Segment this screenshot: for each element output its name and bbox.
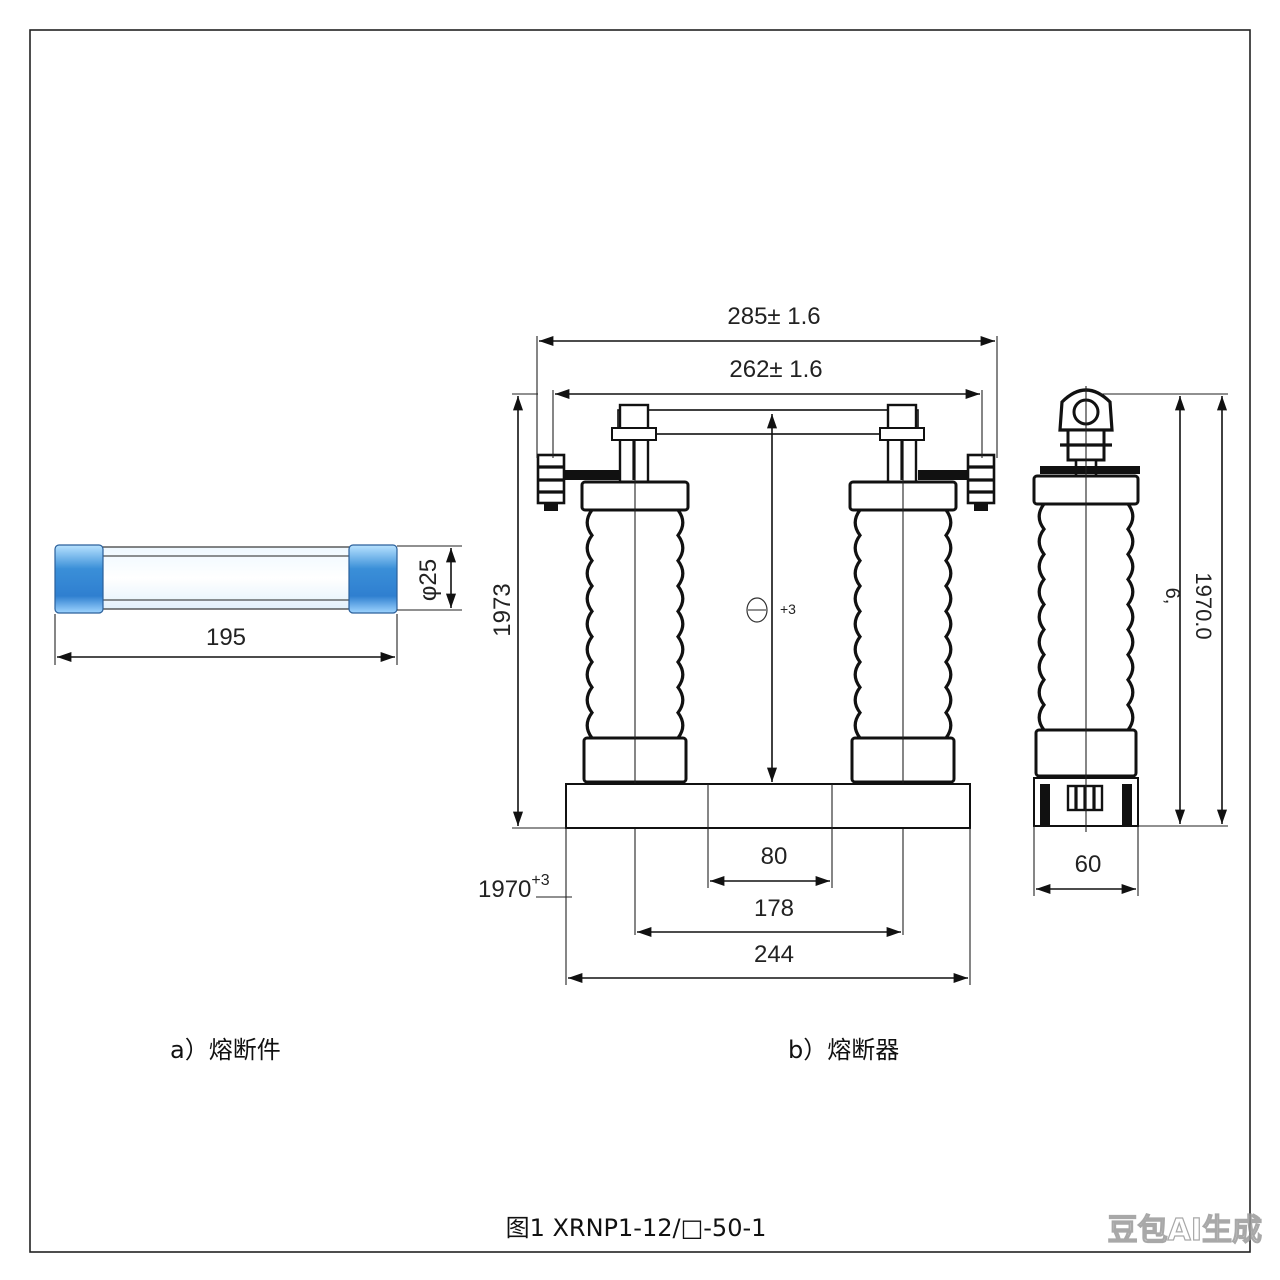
contact-clip-left [611,403,657,487]
base-slot-label: 80 [761,843,788,870]
drawing-frame [29,29,1251,1253]
contact-span-label: 262± 1.6 [729,356,822,383]
watermark: 豆包AI生成 [1108,1213,1262,1248]
panel-b-caption: b）熔断器 [788,1036,899,1064]
fuse-end-cap-right [348,544,398,614]
insulator-left [580,480,690,784]
figure-caption: 图1 XRNP1-12/□-50-1 [506,1214,767,1242]
fuse-diameter-label: φ25 [415,559,442,601]
fuse-assembly-side [1032,386,1140,832]
hole-span-label: 178 [754,895,794,922]
fuse-assembly-front [536,403,996,935]
fuse-tube [99,546,353,610]
side-width-label: 60 [1075,851,1102,878]
overall-height-label: 1973 [489,583,516,636]
center-height-label: +3 [746,597,796,623]
side-outer-height-label: 1970.0 [1191,572,1216,639]
side-dimensions [1033,393,1228,896]
mounting-base [565,783,971,829]
terminal-bolt-left [536,453,566,511]
fuse-length-label: 195 [206,624,246,651]
panel-a-caption: a）熔断件 [170,1036,281,1064]
fuse-end-cap-left [54,544,104,614]
overall-width-label: 285± 1.6 [727,303,820,330]
assembly-dimensions [512,335,998,985]
base-length-label: 244 [754,941,794,968]
side-inner-height-label: 6, [1161,588,1183,605]
terminal-bolt-right [966,453,996,511]
center-height-tol: +3 [780,601,796,617]
insulator-height-label: 1970+3 [478,872,550,903]
fuse-link-drawing [54,544,462,665]
